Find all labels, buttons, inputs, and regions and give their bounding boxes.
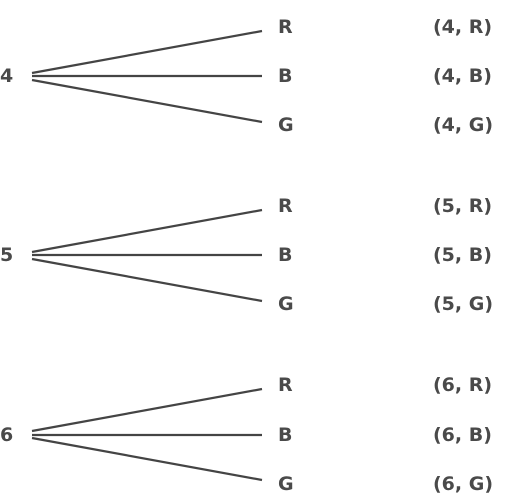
branch-line <box>31 387 263 433</box>
leaf-label: R <box>278 195 293 217</box>
root-label: 5 <box>0 244 13 266</box>
outcome-label: (6, G) <box>433 473 493 495</box>
leaf-label: B <box>278 424 292 446</box>
outcome-label: (5, G) <box>433 293 493 315</box>
branch-line <box>31 29 263 75</box>
leaf-label: G <box>278 293 294 315</box>
leaf-label: B <box>278 244 292 266</box>
root-label: 6 <box>0 424 13 446</box>
outcome-label: (6, R) <box>433 374 492 396</box>
leaf-label: R <box>278 16 293 38</box>
outcome-label: (6, B) <box>433 424 492 446</box>
tree-group-4: 4 R B G (4, R) (4, B) (4, G) <box>0 16 493 136</box>
leaf-label: R <box>278 374 293 396</box>
leaf-label: G <box>278 473 294 495</box>
root-label: 4 <box>0 65 13 87</box>
leaf-label: G <box>278 114 294 136</box>
branch-line <box>31 208 263 254</box>
tree-group-6: 6 R B G (6, R) (6, B) (6, G) <box>0 374 493 495</box>
leaf-label: B <box>278 65 292 87</box>
outcome-label: (4, G) <box>433 114 493 136</box>
outcome-label: (5, R) <box>433 195 492 217</box>
outcome-label: (4, B) <box>433 65 492 87</box>
branch-line <box>31 78 263 124</box>
outcome-label: (5, B) <box>433 244 492 266</box>
tree-group-5: 5 R B G (5, R) (5, B) (5, G) <box>0 195 493 315</box>
branch-line <box>31 257 263 303</box>
branch-line <box>31 436 263 482</box>
outcome-label: (4, R) <box>433 16 492 38</box>
